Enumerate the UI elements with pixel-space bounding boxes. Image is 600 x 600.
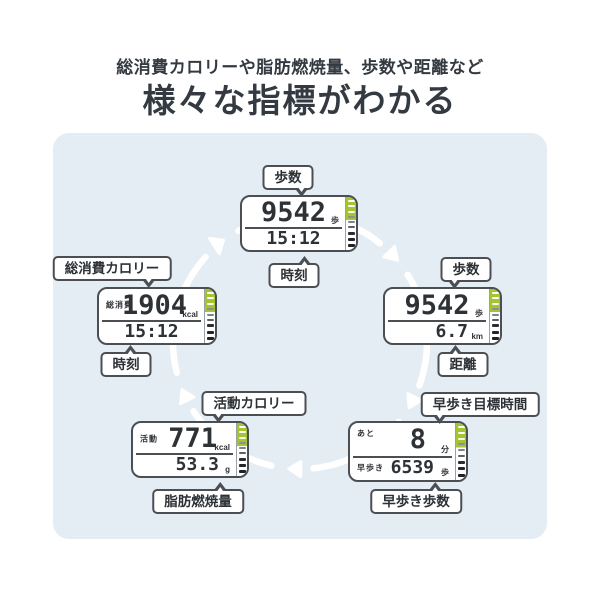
page-subtitle: 総消費カロリーや脂肪燃焼量、歩数や距離など — [116, 58, 484, 77]
lcd-unit: g — [225, 465, 230, 474]
lcd-screen: あと 8 分 早歩き 6539 歩 — [350, 423, 455, 480]
lcd-mini-label: 早歩き — [357, 463, 384, 473]
lcd-screen: 9542 歩 15:12 — [242, 197, 345, 250]
lcd-display-brisk-walk: あと 8 分 早歩き 6539 歩 — [348, 421, 468, 482]
lcd-value-activity-kcal: 771 — [168, 423, 217, 455]
lcd-unit: kcal — [214, 443, 230, 453]
callout-brisk-target-time: 早歩き目標時間 — [420, 392, 540, 417]
lcd-value-remaining-minutes: 8 — [409, 424, 426, 456]
lcd-value-clock: 15:12 — [124, 321, 179, 342]
lcd-unit: 分 — [441, 444, 449, 454]
level-gauge-icon — [345, 197, 356, 250]
lcd-screen: 9542 歩 6.7 km — [385, 289, 489, 343]
callout-brisk-steps: 早歩き歩数 — [370, 489, 462, 514]
level-gauge-icon — [455, 423, 466, 480]
level-gauge-icon — [236, 423, 247, 476]
lcd-mini-label: 総消費 — [106, 300, 133, 310]
lcd-screen: 総消費 1904 kcal 15:12 — [99, 289, 204, 343]
callout-distance: 距離 — [437, 352, 489, 377]
lcd-value-clock: 15:12 — [266, 228, 321, 250]
lcd-unit: 歩 — [331, 216, 339, 226]
lcd-display-total-calories: 総消費 1904 kcal 15:12 — [97, 287, 217, 345]
lcd-value-distance: 6.7 — [435, 321, 468, 342]
lcd-screen: 活動 771 kcal 53.3 g — [133, 423, 236, 476]
lcd-unit: km — [471, 332, 483, 341]
lcd-value-steps: 9542 — [404, 289, 470, 321]
lcd-display-steps-distance: 9542 歩 6.7 km — [383, 287, 502, 345]
lcd-mini-label: 活動 — [140, 434, 158, 444]
lcd-unit: 歩 — [475, 309, 483, 318]
callout-fat-burn: 脂肪燃焼量 — [152, 489, 244, 514]
lcd-mini-label: あと — [357, 429, 375, 438]
level-gauge-icon — [204, 289, 215, 343]
lcd-display-steps-clock: 9542 歩 15:12 — [240, 195, 358, 252]
callout-steps-right: 歩数 — [440, 257, 492, 282]
lcd-unit: kcal — [182, 310, 198, 319]
lcd-display-activity-calories: 活動 771 kcal 53.3 g — [131, 421, 249, 478]
lcd-unit: 歩 — [441, 468, 449, 477]
callout-activity-calories: 活動カロリー — [201, 391, 307, 416]
lcd-value-brisk-steps: 6539 — [390, 457, 434, 479]
callout-clock-top: 時刻 — [268, 263, 320, 288]
page-title: 様々な指標がわかる — [142, 82, 458, 119]
lcd-value-steps: 9542 — [260, 197, 327, 229]
lcd-value-fat-grams: 53.3 — [175, 454, 219, 476]
callout-clock-left: 時刻 — [100, 352, 152, 377]
level-gauge-icon — [489, 289, 500, 343]
callout-total-calories: 総消費カロリー — [52, 256, 172, 281]
callout-steps-top: 歩数 — [262, 165, 314, 190]
